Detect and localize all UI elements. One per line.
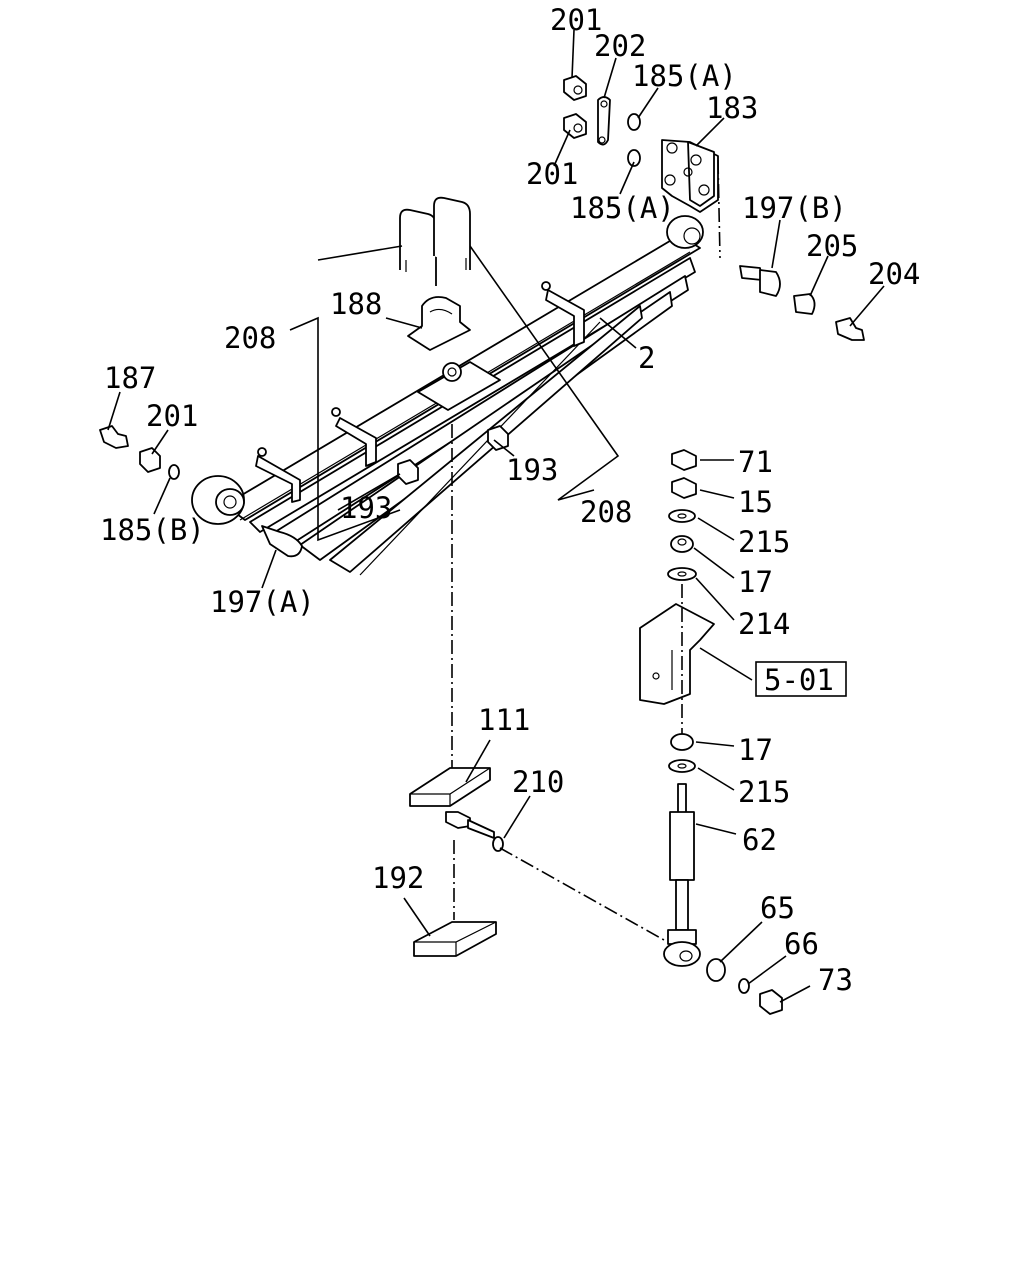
- label-201-middle: 201: [526, 157, 578, 191]
- label-201-top: 201: [550, 3, 602, 37]
- label-188: 188: [330, 287, 382, 321]
- label-208-left: 208: [224, 321, 276, 355]
- label-215-lower: 215: [738, 775, 790, 809]
- label-66: 66: [784, 927, 819, 961]
- callout-labels: 201 202 185(A) 183 201 185(A) 197(B) 205…: [100, 3, 920, 997]
- label-214: 214: [738, 607, 790, 641]
- shock-absorber-stack: [639, 449, 783, 1015]
- label-17-upper: 17: [738, 565, 773, 599]
- label-15: 15: [738, 485, 773, 519]
- label-185a-upper: 185(A): [632, 59, 737, 93]
- lower-plates: [409, 424, 665, 957]
- label-205: 205: [806, 229, 858, 263]
- u-bolts: [399, 196, 471, 286]
- label-17-lower: 17: [738, 733, 773, 767]
- reference-box[interactable]: [755, 661, 847, 697]
- label-192: 192: [372, 861, 424, 895]
- label-193-left: 193: [340, 491, 392, 525]
- label-215-upper: 215: [738, 525, 790, 559]
- label-204: 204: [868, 257, 920, 291]
- label-187: 187: [104, 361, 156, 395]
- label-193-right: 193: [506, 453, 558, 487]
- label-183: 183: [706, 91, 758, 125]
- shackle-bracket-183: [661, 139, 721, 259]
- label-202: 202: [594, 29, 646, 63]
- label-208-right: 208: [580, 495, 632, 529]
- label-2: 2: [638, 341, 655, 375]
- leader-lines: [107, 29, 885, 1003]
- small-parts: [99, 75, 865, 558]
- bumper-188: [407, 296, 471, 351]
- shackle-link-202: [597, 96, 611, 146]
- label-5-01[interactable]: 5-01: [764, 663, 834, 697]
- label-73: 73: [818, 963, 853, 997]
- label-210: 210: [512, 765, 564, 799]
- label-65: 65: [760, 891, 795, 925]
- label-201-left: 201: [146, 399, 198, 433]
- label-62: 62: [742, 823, 777, 857]
- label-197b: 197(B): [742, 191, 847, 225]
- label-185a-lower: 185(A): [570, 191, 675, 225]
- label-111: 111: [478, 703, 530, 737]
- label-185b: 185(B): [100, 513, 205, 547]
- leaf-spring: [191, 215, 704, 576]
- label-197a: 197(A): [210, 585, 315, 619]
- label-71: 71: [738, 445, 773, 479]
